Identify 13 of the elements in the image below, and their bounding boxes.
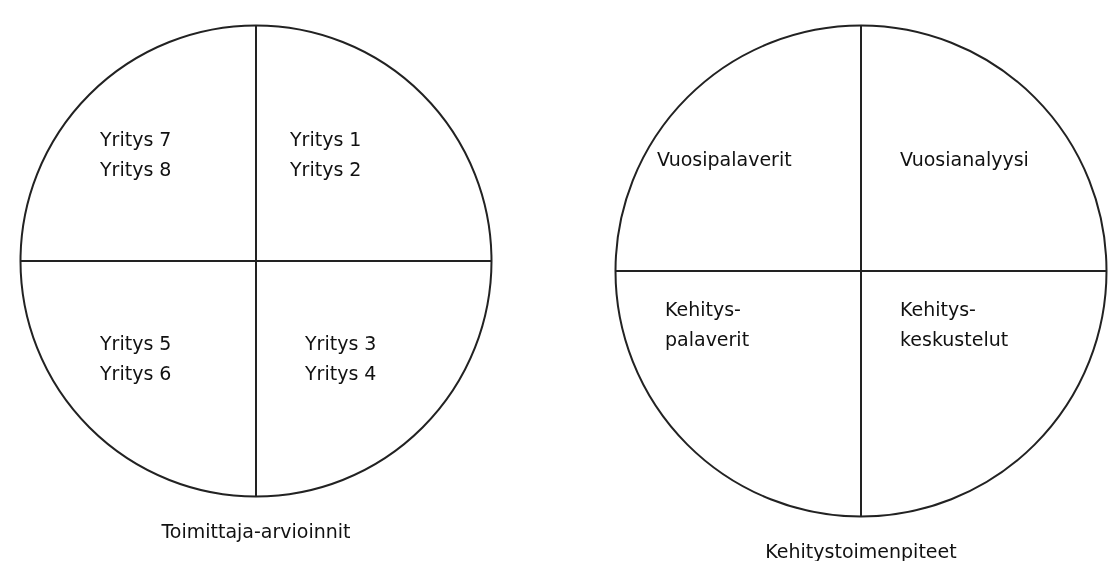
- circle-caption: Toimittaja-arvioinnit: [161, 520, 351, 542]
- quadrant-label: Vuosianalyysi: [900, 147, 1030, 172]
- quadrant-label: Yritys 5: [100, 331, 173, 356]
- quadrant-label: Yritys 8: [100, 157, 173, 182]
- quadrant-label: Kehitys- palaverit: [665, 297, 751, 352]
- quadrant-label: Kehitys- keskustelut: [900, 297, 1010, 352]
- quadrant-label: Vuosipalaverit: [657, 147, 793, 172]
- quadrant-label: Yritys 6: [100, 361, 173, 386]
- quadrant-label: Yritys 2: [290, 157, 363, 182]
- quadrant-label: Yritys 4: [305, 361, 378, 386]
- quadrant-label: Yritys 7: [100, 127, 173, 152]
- quadrant-label: Yritys 1: [290, 127, 363, 152]
- quadrant-label: Yritys 3: [305, 331, 378, 356]
